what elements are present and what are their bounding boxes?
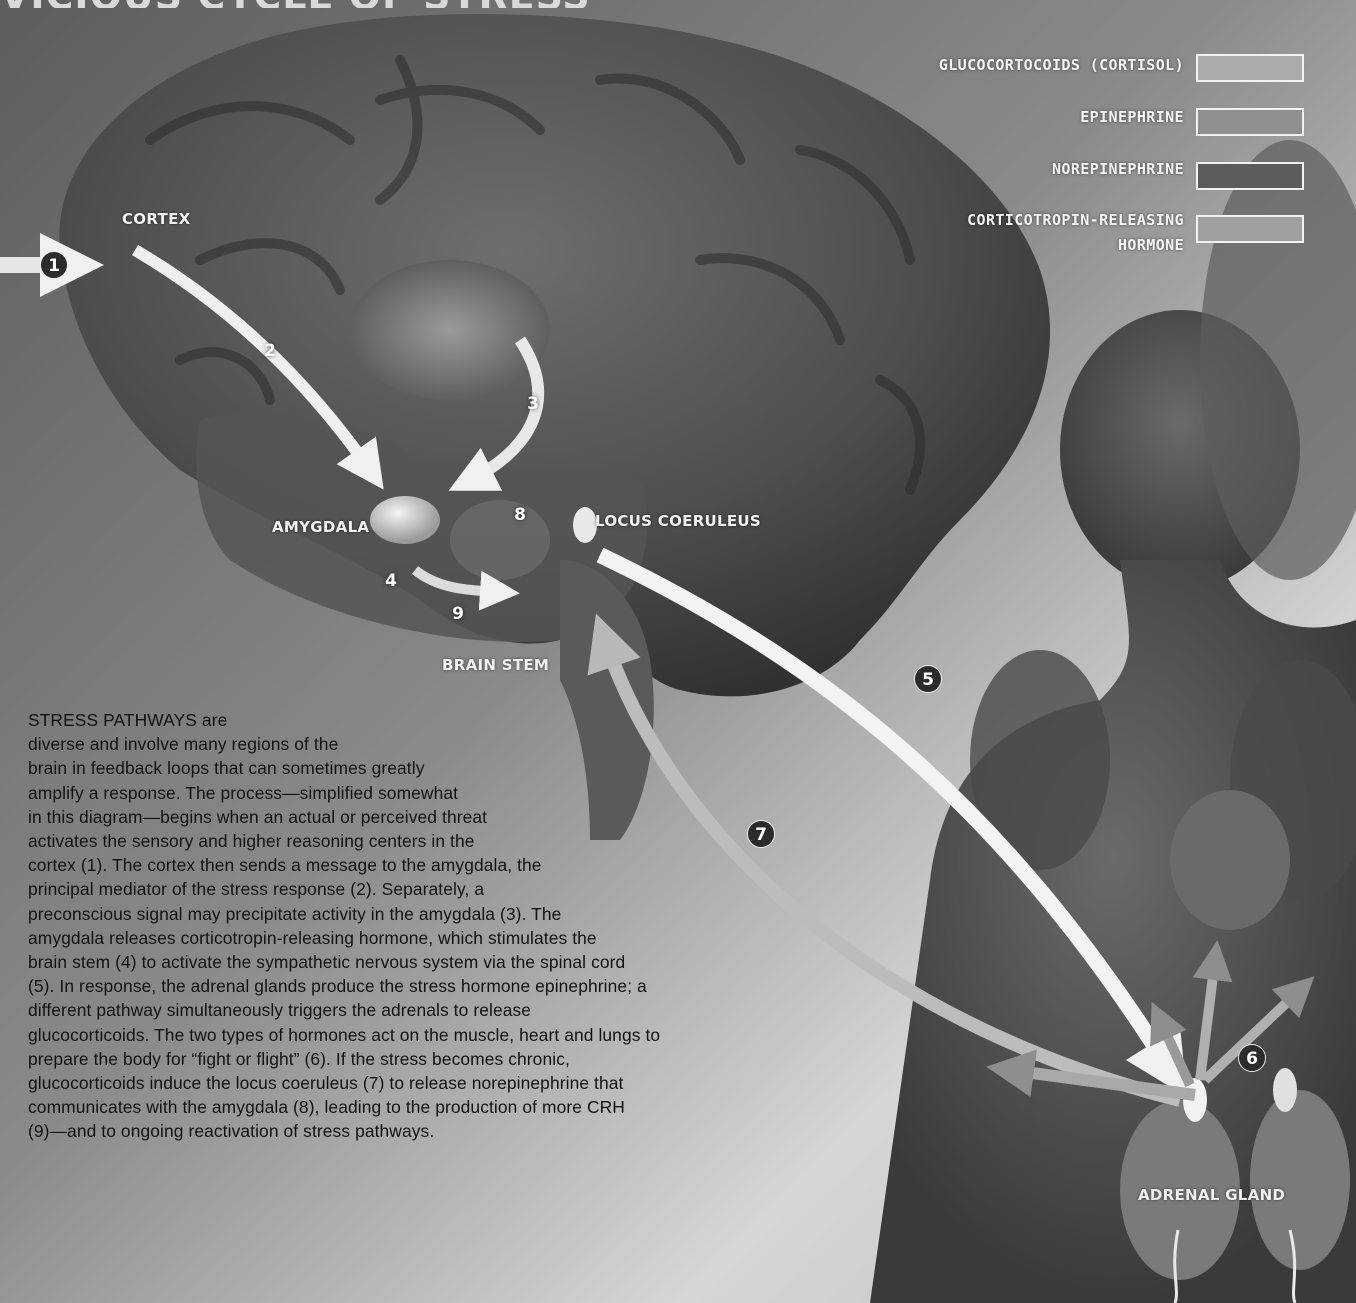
label-cortex: CORTEX (122, 210, 190, 228)
legend-label-epinephrine: EPINEPHRINE (1080, 105, 1184, 130)
legend-swatch-norepinephrine (1196, 162, 1304, 190)
caption-line: different pathway simultaneously trigger… (28, 998, 828, 1022)
step-badge-8: 8 (506, 501, 534, 529)
caption-line: principal mediator of the stress respons… (28, 877, 828, 901)
step-badge-2: 2 (256, 337, 284, 365)
caption-line: (5). In response, the adrenal glands pro… (28, 974, 828, 998)
caption-line: communicates with the amygdala (8), lead… (28, 1095, 828, 1119)
legend-label-cortisol: GLUCOCORTOCOIDS (CORTISOL) (939, 53, 1184, 78)
caption-line: in this diagram—begins when an actual or… (28, 805, 828, 829)
caption-line: glucocorticoids. The two types of hormon… (28, 1023, 828, 1047)
caption-line: cortex (1). The cortex then sends a mess… (28, 853, 828, 877)
locus-coeruleus-node (573, 507, 597, 543)
caption-line: amplify a response. The process—simplifi… (28, 781, 828, 805)
step-badge-1: 1 (40, 251, 68, 279)
title-fragment: VICIOUS CYCLE OF STRESS (0, 0, 1356, 8)
caption-line: activates the sensory and higher reasoni… (28, 829, 828, 853)
preconscious-region (350, 260, 550, 400)
caption-line: (9)—and to ongoing reactivation of stres… (28, 1119, 828, 1143)
step-badge-4: 4 (377, 567, 405, 595)
label-locus-coeruleus: LOCUS COERULEUS (595, 512, 761, 530)
legend-swatch-cortisol (1196, 54, 1304, 82)
label-adrenal-gland: ADRENAL GLAND (1138, 1186, 1285, 1204)
caption-line: prepare the body for “fight or flight” (… (28, 1047, 828, 1071)
step-badge-9: 9 (444, 600, 472, 628)
label-amygdala: AMYGDALA (272, 518, 369, 536)
caption-line: amygdala releases corticotropin-releasin… (28, 926, 828, 950)
caption-line: STRESS PATHWAYS are (28, 708, 828, 732)
caption-line: brain stem (4) to activate the sympathet… (28, 950, 828, 974)
caption-line: glucocorticoids induce the locus coerule… (28, 1071, 828, 1095)
legend-label-norepinephrine: NOREPINEPHRINE (1052, 157, 1184, 182)
label-brain-stem: BRAIN STEM (442, 656, 549, 674)
step-badge-5: 5 (914, 665, 942, 693)
caption-line: preconscious signal may precipitate acti… (28, 902, 828, 926)
caption-line: brain in feedback loops that can sometim… (28, 756, 828, 780)
legend-swatch-crh (1196, 215, 1304, 243)
amygdala-node (370, 496, 440, 544)
step-badge-6: 6 (1238, 1044, 1266, 1072)
step-badge-3: 3 (519, 390, 547, 418)
legend-swatch-epinephrine (1196, 108, 1304, 136)
caption-line: diverse and involve many regions of the (28, 732, 828, 756)
legend-label-crh: CORTICOTROPIN-RELEASING HORMONE (967, 208, 1184, 258)
